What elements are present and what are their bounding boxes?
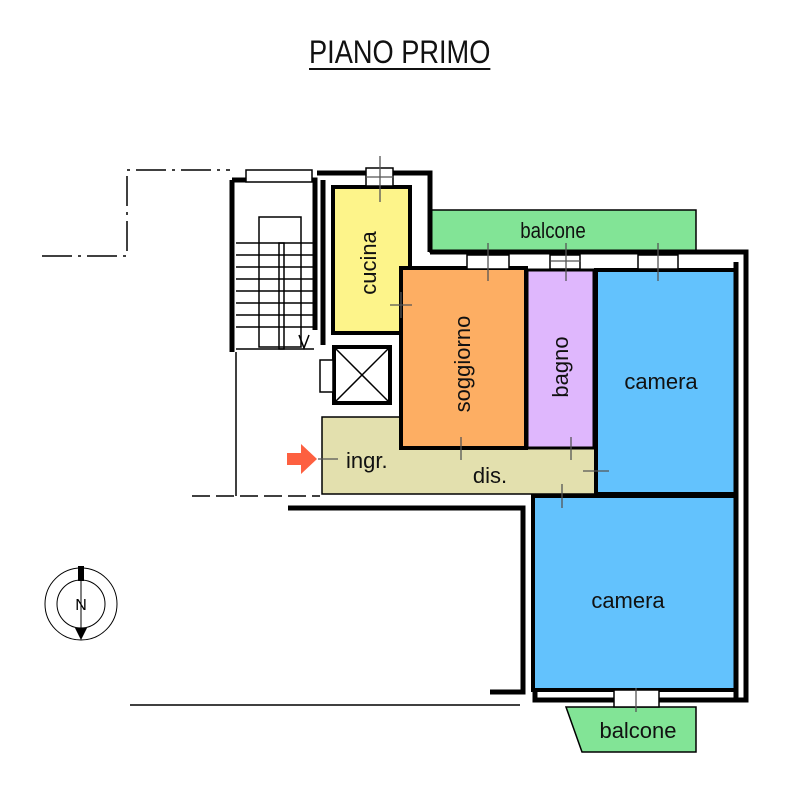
compass-label: N	[75, 597, 87, 614]
label-camera-1: camera	[624, 369, 698, 394]
elevator-icon	[319, 345, 392, 405]
entrance-arrow-icon	[287, 444, 317, 474]
label-ingresso: ingr.	[346, 448, 388, 473]
north-compass-icon: N	[44, 566, 118, 641]
page-title: PIANO PRIMO	[309, 34, 491, 70]
opening-markers	[318, 156, 659, 712]
camera1-area	[594, 268, 738, 496]
label-cucina: cucina	[356, 230, 381, 294]
walls	[42, 169, 749, 706]
cucina-area	[331, 185, 412, 335]
label-disimpegno: dis.	[473, 463, 507, 488]
label-camera-2: camera	[591, 588, 665, 613]
soggiorno-area	[399, 266, 528, 450]
stairs	[236, 216, 314, 351]
label-soggiorno: soggiorno	[450, 316, 475, 413]
label-bagno: bagno	[548, 336, 573, 397]
label-balcone-top: balcone	[520, 220, 585, 244]
label-balcone-bottom: balcone	[599, 718, 676, 743]
